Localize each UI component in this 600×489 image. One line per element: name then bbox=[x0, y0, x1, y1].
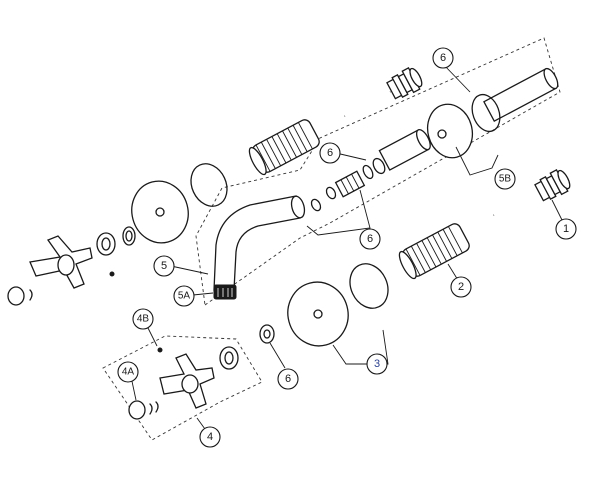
cap-left bbox=[7, 286, 33, 306]
washer-6-bottom bbox=[259, 324, 275, 344]
escutcheon-plate-3 bbox=[287, 281, 349, 347]
callout-6-mid-label: 6 bbox=[367, 233, 373, 245]
spout-5 bbox=[213, 195, 306, 300]
cross-handle-4 bbox=[159, 353, 215, 409]
o-ring-left bbox=[190, 163, 228, 207]
callout-6-top: 6 bbox=[432, 47, 454, 69]
callout-6-bottom-label: 6 bbox=[285, 373, 291, 385]
escutcheon-plate-5b bbox=[426, 93, 501, 159]
diverter-body bbox=[362, 129, 431, 180]
callout-4b: 4B bbox=[132, 308, 154, 330]
handle-ring-left bbox=[122, 226, 136, 246]
callout-5b: 5B bbox=[494, 168, 516, 190]
callout-3: 3 bbox=[366, 353, 388, 375]
callout-5a-label: 5A bbox=[178, 291, 191, 302]
escutcheon-plate-left bbox=[131, 180, 189, 244]
valve-cartridge-top bbox=[344, 67, 423, 118]
callout-6-bottom: 6 bbox=[277, 368, 299, 390]
callout-5a: 5A bbox=[173, 285, 195, 307]
mixer-tube bbox=[483, 67, 559, 123]
cap-4a bbox=[128, 400, 159, 420]
callout-5-label: 5 bbox=[161, 260, 167, 272]
callout-1: 1 bbox=[555, 218, 577, 240]
callout-1-label: 1 bbox=[563, 223, 569, 235]
ribbed-sleeve-2 bbox=[398, 223, 470, 280]
callout-2: 2 bbox=[450, 276, 472, 298]
callout-4a: 4A bbox=[117, 361, 139, 383]
callout-6-upper-mid-label: 6 bbox=[327, 147, 333, 159]
valve-cartridge-1 bbox=[493, 169, 571, 217]
callout-5: 5 bbox=[153, 255, 175, 277]
diverter-cartridge bbox=[310, 170, 366, 212]
handle-bushing-4 bbox=[219, 346, 239, 370]
set-screw-4b bbox=[157, 347, 163, 353]
set-screw-left bbox=[109, 271, 115, 277]
cross-handle-left bbox=[29, 235, 93, 289]
callout-6-upper-mid: 6 bbox=[319, 142, 341, 164]
callout-4a-label: 4A bbox=[122, 367, 135, 378]
callout-3-label: 3 bbox=[374, 358, 380, 370]
callout-6-mid: 6 bbox=[359, 228, 381, 250]
callout-4: 4 bbox=[199, 426, 221, 448]
ribbed-sleeve-upper bbox=[248, 119, 320, 176]
callout-6-top-label: 6 bbox=[440, 52, 446, 64]
handle-bushing-left bbox=[96, 232, 116, 256]
callout-4-label: 4 bbox=[207, 431, 213, 443]
callout-4b-label: 4B bbox=[137, 314, 150, 325]
o-ring-3 bbox=[349, 263, 389, 309]
callout-5b-label: 5B bbox=[499, 174, 512, 185]
callout-2-label: 2 bbox=[458, 281, 464, 293]
group-outline-5 bbox=[195, 37, 561, 306]
